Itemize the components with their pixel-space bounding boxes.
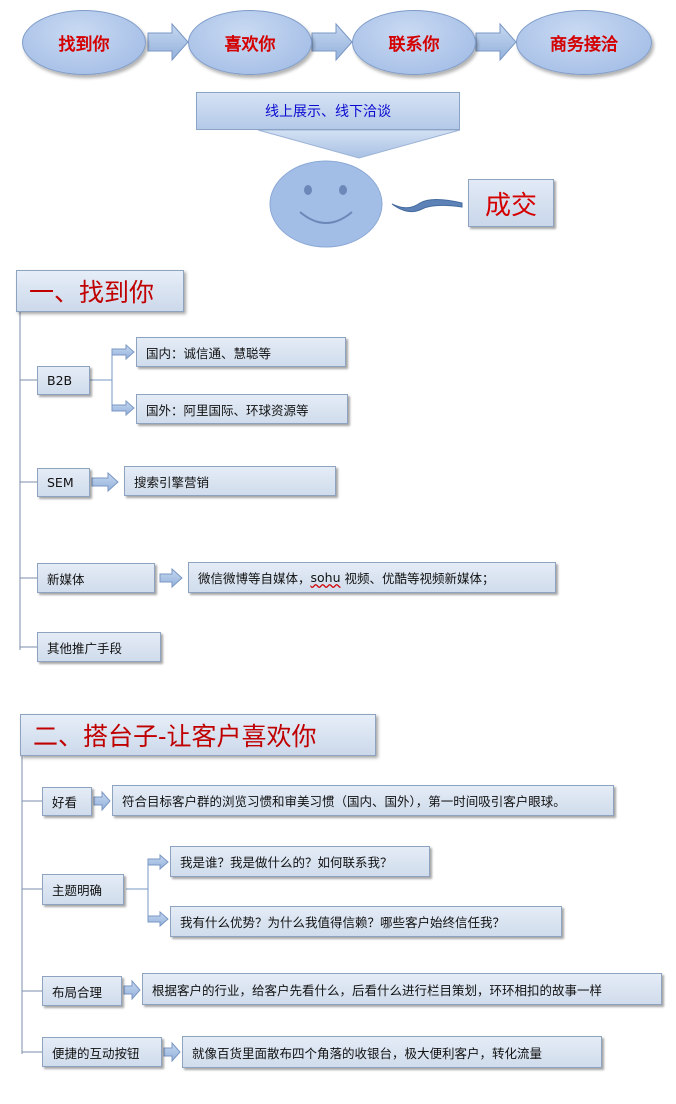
section1-title: 一、找到你 bbox=[16, 270, 184, 312]
layout-child-node: 根据客户的行业，给客户先看什么，后看什么进行栏目策划，环环相扣的故事一样 bbox=[142, 973, 662, 1005]
layout-node: 布局合理 bbox=[42, 976, 122, 1006]
section2-tree-lines bbox=[21, 756, 42, 1054]
smiley-face-icon bbox=[269, 160, 383, 248]
new-media-node: 新媒体 bbox=[37, 563, 155, 593]
section1-tree-lines bbox=[19, 312, 37, 650]
flow-step-business: 商务接洽 bbox=[516, 10, 652, 75]
new-media-text-sohu: sohu bbox=[310, 570, 341, 585]
b2b-node: B2B bbox=[37, 366, 90, 395]
flow-step-contact-you: 联系你 bbox=[352, 10, 476, 75]
looks-child-node: 符合目标客户群的浏览习惯和审美习惯（国内、国外），第一时间吸引客户眼球。 bbox=[112, 785, 614, 816]
theme-node: 主题明确 bbox=[42, 874, 124, 905]
theme-child-2-node: 我有什么优势？为什么我值得信赖？哪些客户始终信任我？ bbox=[170, 906, 562, 937]
looks-node: 好看 bbox=[42, 787, 92, 816]
flow-arrow-3 bbox=[475, 22, 517, 62]
sem-node: SEM bbox=[37, 468, 90, 497]
online-offline-banner: 线上展示、线下洽谈 bbox=[196, 92, 460, 130]
theme-child-1-node: 我是谁？我是做什么的？如何联系我？ bbox=[170, 846, 430, 877]
deal-box: 成交 bbox=[468, 179, 554, 227]
curved-arrow-icon bbox=[391, 199, 463, 213]
new-media-text-suffix: 视频、优酷等视频新媒体； bbox=[344, 571, 495, 586]
section2-arrows bbox=[93, 790, 181, 1063]
down-arrow bbox=[257, 129, 461, 159]
flow-step-find-you: 找到你 bbox=[22, 10, 146, 75]
section2-title: 二、搭台子-让客户喜欢你 bbox=[20, 714, 376, 756]
section1-arrows bbox=[90, 343, 183, 589]
b2b-domestic-node: 国内：诚信通、慧聪等 bbox=[136, 337, 346, 367]
interactive-buttons-child-node: 就像百货里面散布四个角落的收银台，极大便利客户，转化流量 bbox=[182, 1036, 602, 1068]
interactive-buttons-node: 便捷的互动按钮 bbox=[42, 1037, 162, 1067]
b2b-overseas-node: 国外：阿里国际、环球资源等 bbox=[136, 394, 348, 424]
flow-arrow-1 bbox=[147, 22, 189, 62]
new-media-text-prefix: 微信微博等自媒体， bbox=[198, 571, 311, 586]
sem-child-node: 搜索引擎营销 bbox=[124, 466, 336, 496]
flow-step-like-you: 喜欢你 bbox=[188, 10, 312, 75]
other-promotion-node: 其他推广手段 bbox=[37, 632, 161, 662]
flow-arrow-2 bbox=[311, 22, 353, 62]
